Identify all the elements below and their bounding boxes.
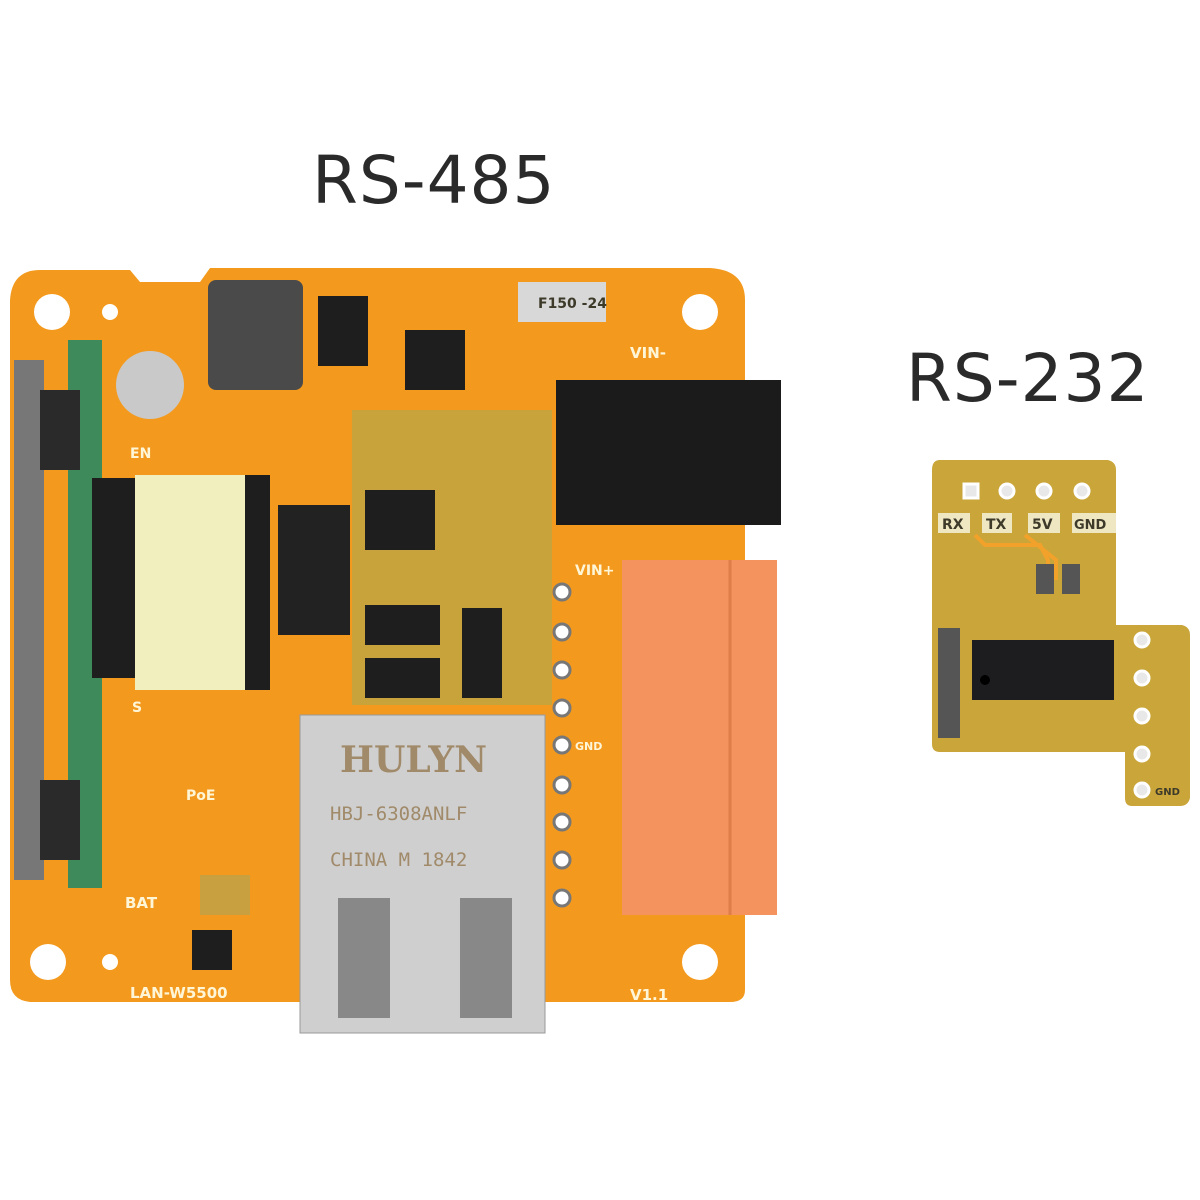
rj45-origin: CHINA M 1842 xyxy=(330,849,467,871)
pin-5v-label: 5V xyxy=(1032,517,1053,533)
fuse-label: F150 -24 xyxy=(538,296,607,312)
side-gnd-label: GND xyxy=(1155,787,1180,798)
max232-chip xyxy=(972,640,1114,700)
rs232-board: RX TX 5V GND GND xyxy=(932,460,1190,806)
w5500-chip xyxy=(278,505,350,635)
en-label: EN xyxy=(130,446,151,462)
vin-plus-label: VIN+ xyxy=(575,563,615,579)
rs485-board: F150 -24 VIN- VIN+ GND HULYN HBJ-6308ANL… xyxy=(10,268,781,1034)
pin-header xyxy=(14,360,44,880)
capacitor xyxy=(116,351,184,419)
pin-rx-label: RX xyxy=(942,517,964,533)
poe-label: PoE xyxy=(186,788,215,804)
terminal-block[interactable] xyxy=(622,560,777,915)
rj45-model: HBJ-6308ANLF xyxy=(330,803,467,825)
s-label: S xyxy=(132,700,142,716)
board-name-label: LAN-W5500 xyxy=(130,984,228,1002)
dc-jack xyxy=(556,380,781,525)
vin-minus-label: VIN- xyxy=(630,344,666,362)
pin-tx-label: TX xyxy=(986,517,1007,533)
rj45-brand: HULYN xyxy=(340,739,487,781)
rs232-label: RS-232 xyxy=(906,340,1150,417)
rs485-label: RS-485 xyxy=(312,142,556,219)
rj45-jack[interactable]: HULYN HBJ-6308ANLF CHINA M 1842 xyxy=(299,714,546,1034)
bat-label: BAT xyxy=(125,894,158,912)
version-label: V1.1 xyxy=(630,986,668,1004)
header-labels: RX TX 5V GND xyxy=(938,513,1116,533)
terminal-gnd-label: GND xyxy=(575,740,602,753)
pin-gnd-label: GND xyxy=(1074,518,1107,533)
inductor xyxy=(208,280,303,390)
